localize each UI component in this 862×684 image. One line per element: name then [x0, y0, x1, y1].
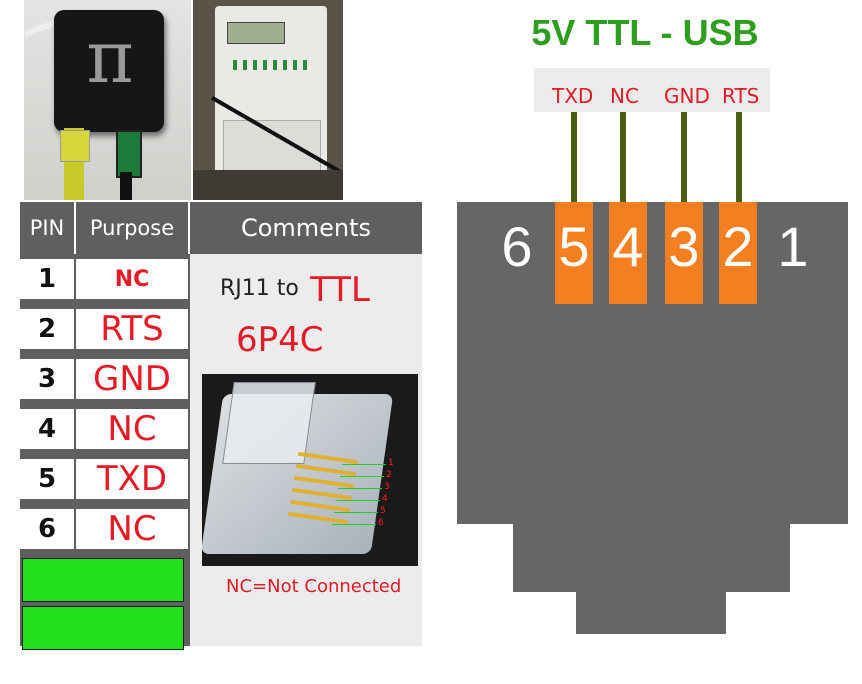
rj11-plug-photo: 1 2 3 4 5 6 — [202, 374, 418, 566]
rj11-jack-step — [513, 522, 790, 592]
wire-gnd — [681, 112, 687, 204]
plug-pin-label: 2 — [386, 470, 392, 480]
diagram-title: 5V TTL - USB — [531, 12, 759, 53]
spare-green-cell — [22, 558, 184, 602]
table-row-purpose: NC — [76, 259, 188, 304]
rj11-jack-body — [457, 202, 848, 524]
rj11-to-label: RJ11 to — [220, 276, 299, 301]
plug-pin-label: 6 — [378, 518, 384, 528]
ttl-label: TTL — [310, 270, 370, 310]
jack-pin-5 — [555, 202, 593, 304]
jack-pin-number: 5 — [558, 215, 590, 278]
rj11-cable-plug — [60, 130, 90, 162]
table-row-pin: 3 — [20, 359, 74, 404]
pi-logo: π — [86, 15, 134, 99]
header-pin: PIN — [20, 202, 74, 254]
table-row-pin: 4 — [20, 409, 74, 454]
rj11-jack-tab — [576, 590, 726, 634]
jack-pin-number: 3 — [668, 215, 700, 278]
plug-pin-label: 1 — [388, 458, 394, 468]
electricity-meter-photo — [193, 0, 343, 200]
jack-pin-number: 6 — [501, 215, 533, 278]
table-row-purpose: NC — [76, 409, 188, 454]
wire-rts — [736, 112, 742, 204]
usb-ttl-adapter — [116, 130, 142, 178]
plug-pin-label: 4 — [382, 494, 388, 504]
table-row-purpose: TXD — [76, 459, 188, 504]
signal-label-gnd: GND — [664, 84, 710, 108]
connector-type-label: 6P4C — [236, 320, 324, 360]
table-row-pin: 2 — [20, 309, 74, 354]
table-row-pin: 5 — [20, 459, 74, 504]
table-row-pin: 1 — [20, 259, 74, 304]
signal-label-rts: RTS — [722, 84, 760, 108]
jack-pin-number: 1 — [777, 215, 809, 278]
jack-pin-4 — [609, 202, 647, 304]
wire-nc — [620, 112, 626, 204]
plug-pin-label: 3 — [384, 482, 390, 492]
signal-label-txd: TXD — [552, 84, 594, 108]
nc-note: NC=Not Connected — [226, 576, 402, 597]
table-row-purpose: GND — [76, 359, 188, 404]
signal-label-nc: NC — [610, 84, 639, 108]
raspberry-pi-box-photo: π — [24, 0, 191, 200]
meter-display — [227, 22, 285, 44]
spare-green-cell — [22, 606, 184, 650]
header-purpose: Purpose — [76, 202, 188, 254]
plug-pin-label: 5 — [380, 506, 386, 516]
pi-case — [54, 10, 164, 132]
jack-pin-2 — [719, 202, 757, 304]
table-row-pin: 6 — [20, 509, 74, 554]
jack-pin-number: 4 — [612, 215, 644, 278]
wire-txd — [571, 112, 577, 204]
header-comments: Comments — [190, 202, 422, 254]
jack-pin-3 — [665, 202, 703, 304]
jack-pin-number: 2 — [722, 215, 754, 278]
table-row-purpose: RTS — [76, 309, 188, 354]
signal-label-bar — [534, 68, 770, 112]
table-row-purpose: NC — [76, 509, 188, 554]
